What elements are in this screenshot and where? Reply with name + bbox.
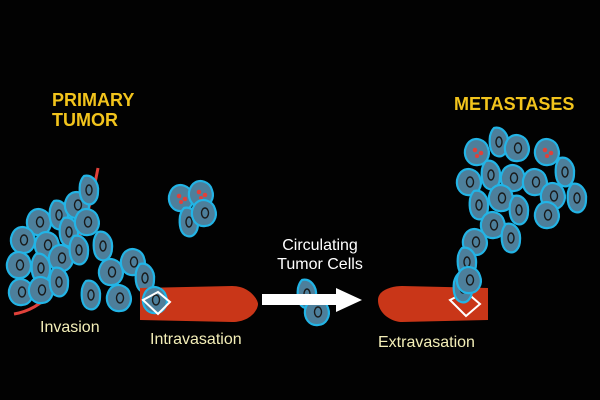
detached-cell-cluster <box>167 180 217 238</box>
label-circulating-line1: Circulating <box>282 237 358 254</box>
label-invasion: Invasion <box>40 319 100 336</box>
vessel-intravasation <box>140 286 258 322</box>
label-intravasation: Intravasation <box>150 331 242 348</box>
vessel-extravasation <box>378 272 488 322</box>
label-extravasation: Extravasation <box>378 334 475 351</box>
metastases-cells <box>455 126 588 295</box>
circulation-arrow <box>262 288 362 312</box>
label-circulating-line2: Tumor Cells <box>277 256 363 273</box>
primary-tumor-title-line1: PRIMARY <box>52 90 135 110</box>
primary-tumor-title-line2: TUMOR <box>52 110 118 130</box>
metastases-title: METASTASES <box>454 94 575 114</box>
